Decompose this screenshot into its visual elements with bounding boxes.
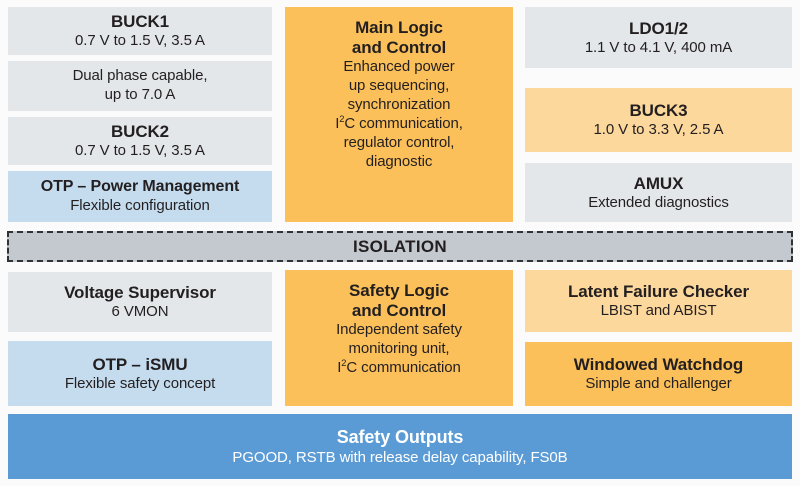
block-subtitle-line-3: I2C communication	[337, 357, 461, 376]
block-subtitle: 0.7 V to 1.5 V, 3.5 A	[75, 142, 205, 160]
block-title: AMUX	[633, 173, 684, 193]
block-title: BUCK1	[110, 12, 170, 32]
block-otp-power-management[interactable]: OTP – Power Management Flexible configur…	[8, 171, 272, 222]
block-subtitle-line-2: up to 7.0 A	[104, 86, 176, 103]
isolation-bar[interactable]: ISOLATION	[7, 231, 793, 262]
block-title: OTP – iSMU	[92, 354, 188, 374]
block-subtitle-line-2: up sequencing,	[348, 76, 450, 94]
block-subtitle-line-2: monitoring unit,	[348, 339, 450, 357]
block-title: BUCK2	[110, 122, 170, 142]
block-title: Latent Failure Checker	[567, 282, 750, 302]
block-buck1[interactable]: BUCK1 0.7 V to 1.5 V, 3.5 A	[8, 7, 272, 55]
block-otp-ismu[interactable]: OTP – iSMU Flexible safety concept	[8, 341, 272, 406]
block-subtitle-line-1: Dual phase capable,	[72, 67, 208, 85]
block-subtitle-line-1: Independent safety	[336, 321, 462, 339]
block-subtitle-line-6: diagnostic	[365, 152, 433, 170]
block-safety-outputs[interactable]: Safety Outputs PGOOD, RSTB with release …	[8, 414, 792, 479]
safety-outputs-subtitle: PGOOD, RSTB with release delay capabilit…	[232, 448, 568, 466]
block-subtitle: Simple and challenger	[585, 375, 732, 393]
block-subtitle: 1.1 V to 4.1 V, 400 mA	[584, 38, 733, 56]
safety-outputs-title: Safety Outputs	[336, 426, 464, 447]
block-dual-phase-capable[interactable]: Dual phase capable, up to 7.0 A	[8, 61, 272, 111]
block-subtitle: 0.7 V to 1.5 V, 3.5 A	[75, 32, 205, 50]
block-title-line-1: Safety Logic	[349, 281, 449, 300]
block-title: LDO1/2	[629, 18, 688, 38]
block-subtitle: LBIST and ABIST	[600, 302, 717, 320]
block-subtitle: 1.0 V to 3.3 V, 2.5 A	[593, 121, 724, 139]
block-subtitle-line-1: Enhanced power	[343, 58, 455, 76]
block-windowed-watchdog[interactable]: Windowed Watchdog Simple and challenger	[525, 342, 792, 406]
block-subtitle-line-5: regulator control,	[343, 133, 455, 151]
block-amux[interactable]: AMUX Extended diagnostics	[525, 163, 792, 222]
block-subtitle: Flexible safety concept	[64, 374, 216, 392]
block-subtitle-line-3: synchronization	[347, 95, 451, 113]
block-subtitle: 6 VMON	[111, 303, 169, 321]
block-title-line-2: and Control	[351, 38, 447, 58]
block-subtitle-line-4: I2C communication,	[335, 113, 463, 132]
isolation-label: ISOLATION	[353, 236, 447, 256]
block-main-logic-and-control[interactable]: Main Logic and Control Enhanced power up…	[285, 7, 513, 222]
block-subtitle: Flexible configuration	[70, 197, 210, 215]
block-latent-failure-checker[interactable]: Latent Failure Checker LBIST and ABIST	[525, 270, 792, 332]
block-title-line-1: Main Logic	[355, 18, 443, 37]
block-ldo1-2[interactable]: LDO1/2 1.1 V to 4.1 V, 400 mA	[525, 7, 792, 68]
block-title: OTP – Power Management	[40, 178, 240, 196]
block-title: BUCK3	[629, 101, 688, 121]
block-title: Windowed Watchdog	[573, 355, 744, 375]
block-subtitle: Extended diagnostics	[588, 193, 729, 211]
block-safety-logic-and-control[interactable]: Safety Logic and Control Independent saf…	[285, 270, 513, 406]
block-voltage-supervisor[interactable]: Voltage Supervisor 6 VMON	[8, 272, 272, 332]
block-title-line-2: and Control	[351, 301, 447, 321]
block-title: Voltage Supervisor	[64, 283, 216, 303]
block-buck3[interactable]: BUCK3 1.0 V to 3.3 V, 2.5 A	[525, 88, 792, 152]
block-buck2[interactable]: BUCK2 0.7 V to 1.5 V, 3.5 A	[8, 117, 272, 165]
